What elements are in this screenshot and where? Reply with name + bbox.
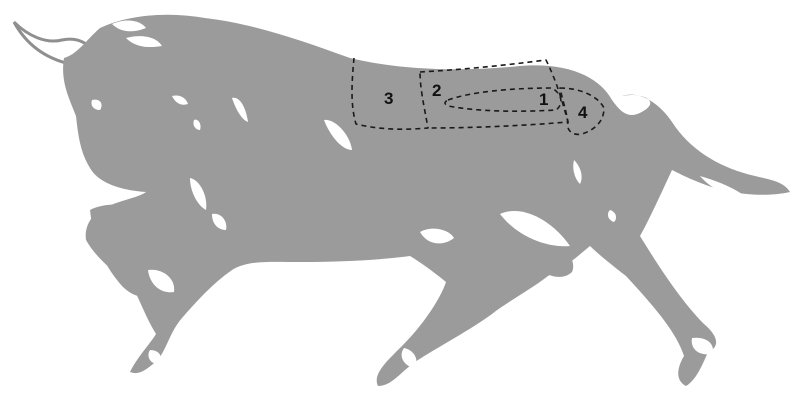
cut-label-1: 1 [539, 90, 548, 109]
cut-label-3: 3 [384, 89, 393, 108]
bull-silhouette [63, 15, 790, 386]
cut-label-4: 4 [578, 103, 588, 122]
cut-label-2: 2 [432, 81, 441, 100]
